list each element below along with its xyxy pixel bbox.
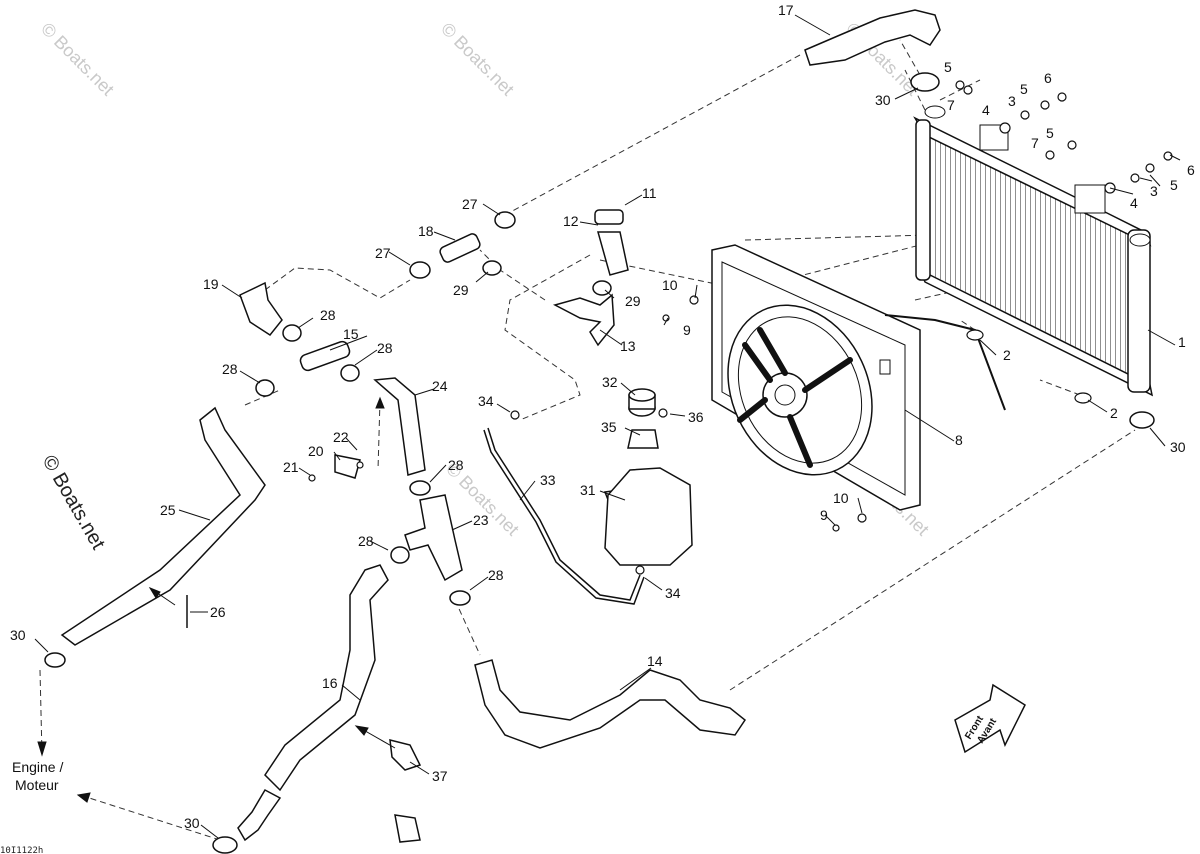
engine-label: Engine /: [12, 759, 63, 775]
fasteners: [308, 80, 1173, 575]
callout: 1: [1178, 334, 1186, 350]
callout: 35: [601, 419, 617, 435]
callout: 28: [358, 533, 374, 549]
callout: 3: [1150, 183, 1158, 199]
callout: 19: [203, 276, 219, 292]
callout: 33: [540, 472, 556, 488]
callout: 5: [1046, 125, 1054, 141]
callout: 28: [488, 567, 504, 583]
callout: 9: [820, 507, 828, 523]
callout: 2: [1003, 347, 1011, 363]
callout: 28: [448, 457, 464, 473]
callout: 27: [462, 196, 478, 212]
callout: 10: [662, 277, 678, 293]
callout: 12: [563, 213, 579, 229]
callout: 7: [1031, 135, 1039, 151]
callout: 28: [222, 361, 238, 377]
thin-tubes: [186, 427, 645, 628]
callout: 30: [184, 815, 200, 831]
callout: 15: [343, 326, 359, 342]
flow-arrows: [37, 396, 396, 803]
callout: 4: [1130, 195, 1138, 211]
callout: 34: [665, 585, 681, 601]
callout: 18: [418, 223, 434, 239]
callout: 24: [432, 378, 448, 394]
callout: 2: [1110, 405, 1118, 421]
callout: 31: [580, 482, 596, 498]
callout: 10: [833, 490, 849, 506]
radiator: [913, 105, 1154, 397]
fittings: [299, 209, 693, 843]
callout: 28: [320, 307, 336, 323]
callout: 30: [875, 92, 891, 108]
callout: 6: [1044, 70, 1052, 86]
callout: 7: [947, 97, 955, 113]
callout-numbers: 1 2 2 3 3 4 4 5 5 5 5 6 6 7 7 8 9 9 10 1…: [10, 2, 1195, 831]
callout: 34: [478, 393, 494, 409]
watermark-dark: © Boats.net: [38, 452, 110, 554]
clamps: [44, 72, 1155, 854]
callout: 14: [647, 653, 663, 669]
callout: 20: [308, 443, 324, 459]
callout: 27: [375, 245, 391, 261]
callout: 21: [283, 459, 299, 475]
callout: 4: [982, 102, 990, 118]
front-direction-arrow: Front Avant: [954, 683, 1026, 754]
callout: 30: [10, 627, 26, 643]
callout: 36: [688, 409, 704, 425]
callout: 13: [620, 338, 636, 354]
moteur-label: Moteur: [15, 777, 59, 793]
callout: 17: [778, 2, 794, 18]
drawing-code: 10I1122h: [0, 846, 43, 854]
callout: 5: [1020, 81, 1028, 97]
callout: 25: [160, 502, 176, 518]
callout: 26: [210, 604, 226, 620]
watermark: © Boats.net: [437, 19, 518, 100]
callout: 11: [642, 185, 657, 201]
routing-dashes: [39, 39, 1136, 841]
callout: 5: [1170, 177, 1178, 193]
watermark: © Boats.net: [37, 19, 118, 100]
callout: 30: [1170, 439, 1186, 455]
callout: 8: [955, 432, 963, 448]
callout: 29: [625, 293, 641, 309]
callout: 22: [333, 429, 349, 445]
callout: 28: [377, 340, 393, 356]
callout: 29: [453, 282, 469, 298]
callout: 32: [602, 374, 618, 390]
callout: 5: [944, 59, 952, 75]
callout: 9: [683, 322, 691, 338]
hoses: [60, 9, 941, 842]
callout: 6: [1187, 162, 1195, 178]
leader-lines: [34, 14, 1181, 839]
callout: 23: [473, 512, 489, 528]
callout: 3: [1008, 93, 1016, 109]
callout: 16: [322, 675, 338, 691]
fan-assembly: [711, 244, 1006, 511]
callout: 37: [432, 768, 448, 784]
